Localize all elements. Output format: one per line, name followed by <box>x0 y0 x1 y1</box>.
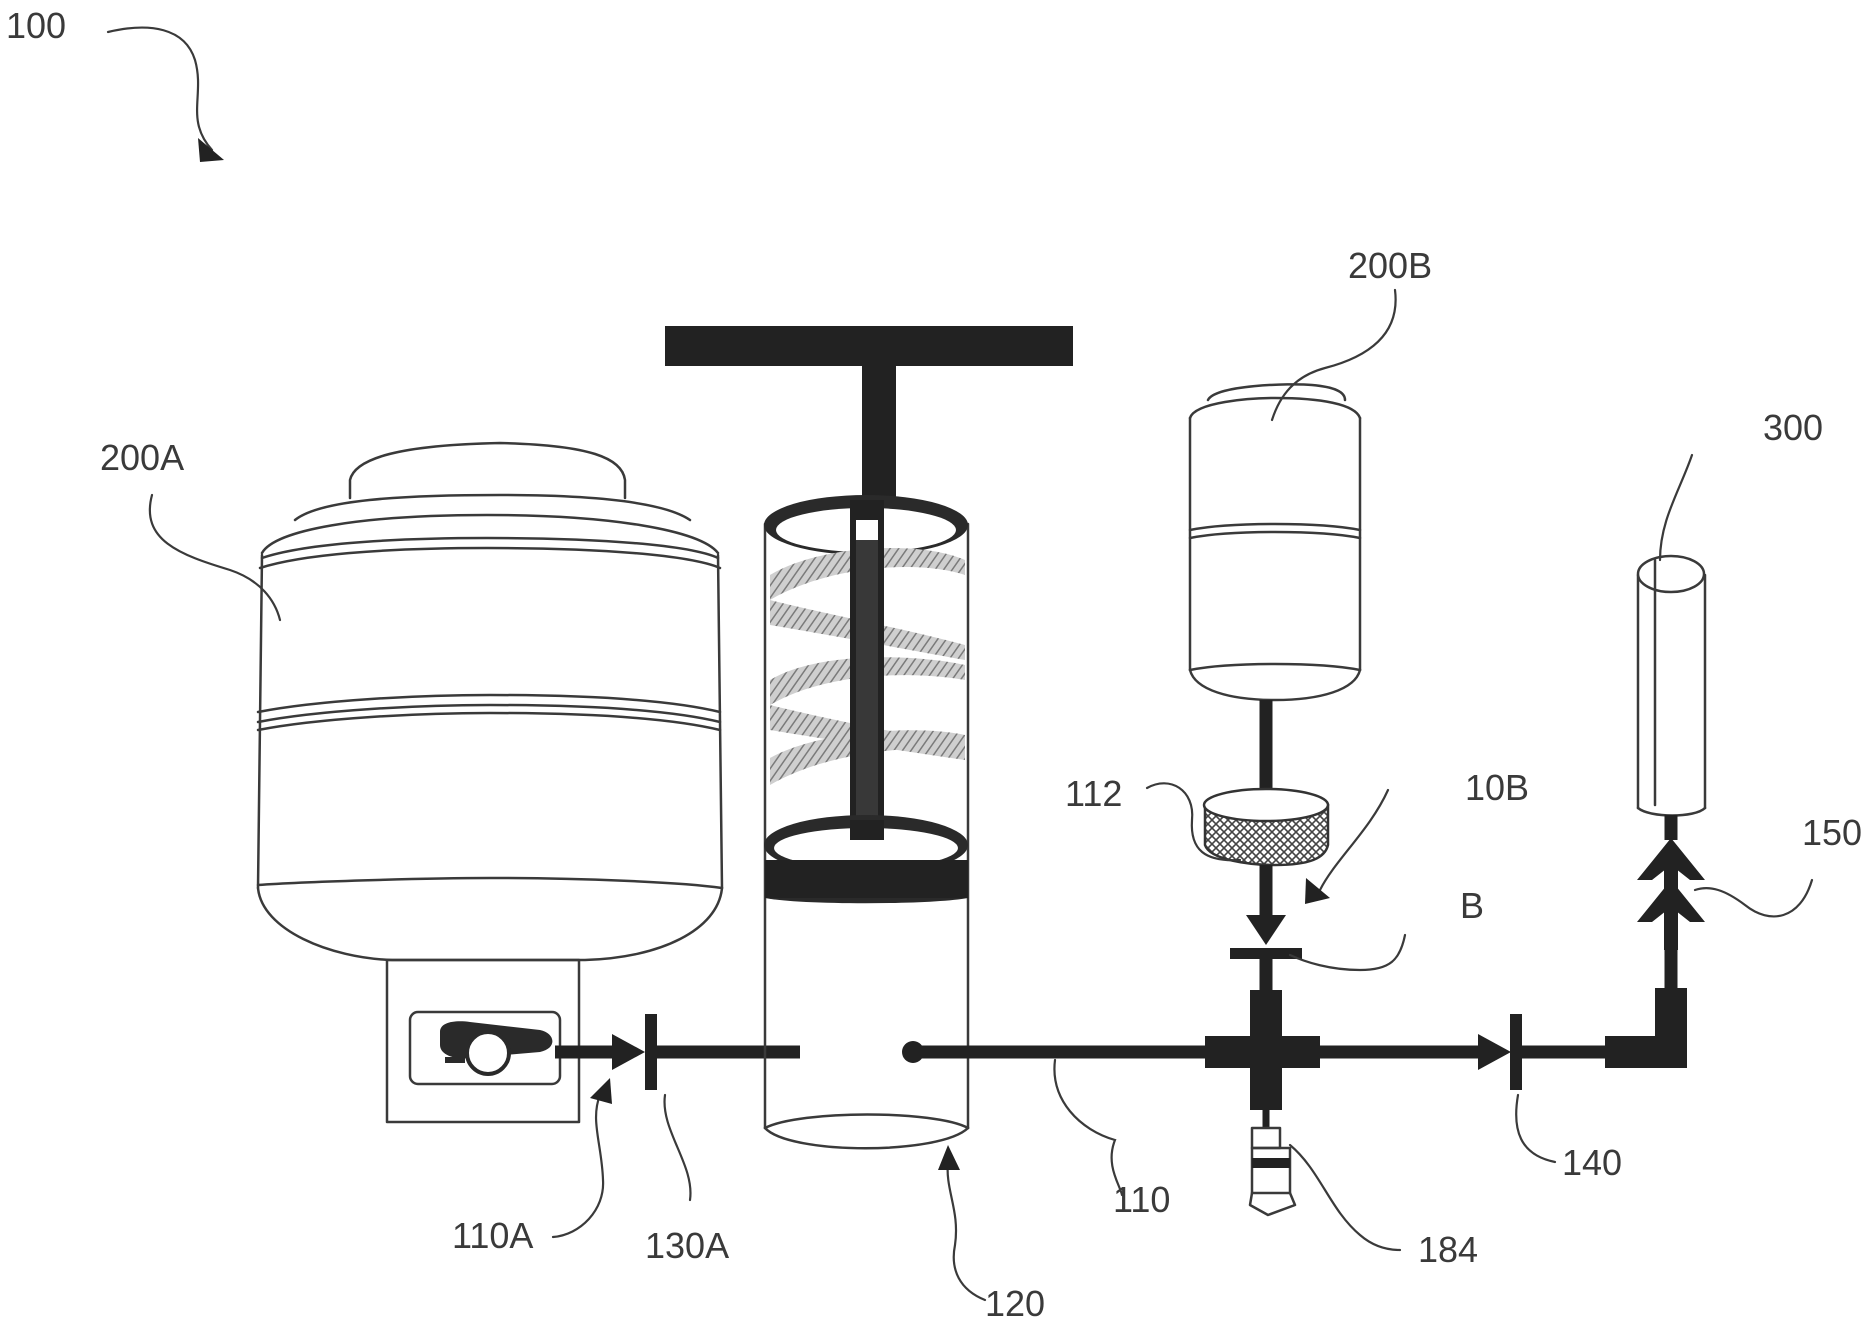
receptacle <box>1636 554 1707 840</box>
connector <box>1637 838 1705 950</box>
filter <box>1202 787 1330 915</box>
label-112: 112 <box>1065 773 1122 814</box>
label-200a: 200A <box>100 437 184 478</box>
label-140: 140 <box>1562 1142 1622 1183</box>
label-150: 150 <box>1802 812 1862 853</box>
pump-chamber <box>665 326 1073 1150</box>
system-reference <box>106 26 224 162</box>
valve-b <box>1230 915 1302 992</box>
label-100: 100 <box>6 5 66 46</box>
label-200b: 200B <box>1348 245 1432 286</box>
main-conduit <box>902 945 1687 1110</box>
check-valve-140 <box>1510 1014 1522 1090</box>
label-b: B <box>1460 885 1484 926</box>
check-valve-a <box>645 1014 657 1090</box>
reference-labels: 100 200A 200B 112 10B B 300 150 140 184 … <box>6 5 1862 1320</box>
label-184: 184 <box>1418 1229 1478 1270</box>
label-130a: 130A <box>645 1225 729 1266</box>
label-300: 300 <box>1763 407 1823 448</box>
leader-lines <box>148 288 1814 1302</box>
conduit-a <box>555 1034 800 1070</box>
reservoir-b <box>1188 383 1362 795</box>
label-110: 110 <box>1113 1179 1170 1220</box>
sensor <box>1248 1110 1297 1217</box>
label-110a: 110A <box>452 1215 533 1256</box>
label-120: 120 <box>985 1283 1045 1320</box>
label-10b: 10B <box>1465 767 1529 808</box>
